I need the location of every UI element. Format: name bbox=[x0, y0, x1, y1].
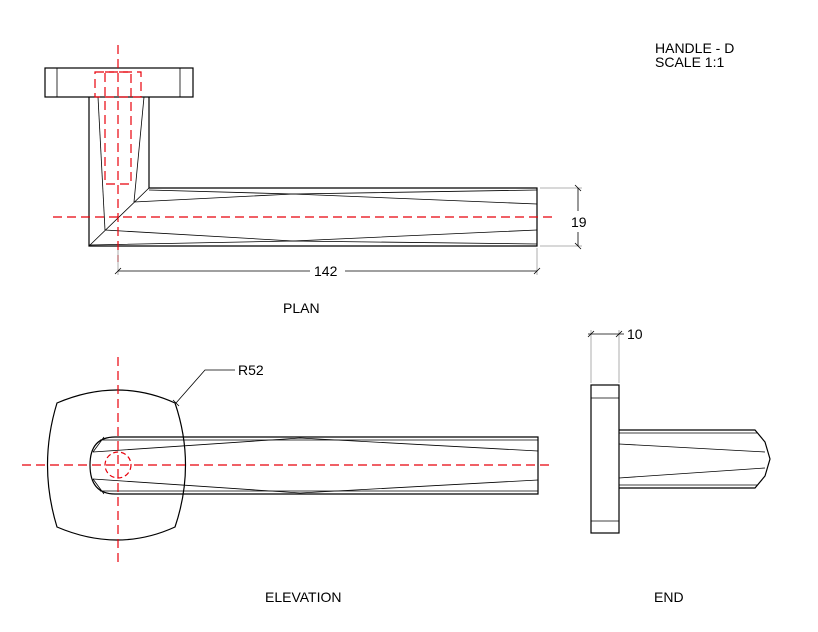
plan-lever-outline bbox=[88, 97, 538, 247]
end-lever bbox=[619, 429, 771, 489]
plan-label: PLAN bbox=[283, 300, 320, 316]
drawing-title: HANDLE - D bbox=[655, 40, 734, 56]
width-dimension: 19 bbox=[571, 214, 587, 230]
radius-leader bbox=[175, 369, 235, 404]
elevation-lever bbox=[89, 436, 539, 495]
elevation-rose bbox=[46, 389, 187, 541]
drawing-scale: SCALE 1:1 bbox=[655, 54, 724, 70]
end-view: 10 END bbox=[587, 326, 771, 605]
rose-thickness-dimension: 10 bbox=[627, 326, 643, 342]
length-dimension: 142 bbox=[314, 263, 338, 279]
elevation-label: ELEVATION bbox=[265, 589, 342, 605]
end-label: END bbox=[654, 589, 684, 605]
radius-dimension: R52 bbox=[238, 362, 264, 378]
plan-spindle-hidden bbox=[94, 71, 142, 98]
elevation-view: R52 ELEVATION bbox=[22, 357, 550, 605]
title-block: HANDLE - D SCALE 1:1 bbox=[655, 40, 734, 70]
end-rose bbox=[590, 384, 620, 534]
plan-view: 19 142 PLAN bbox=[44, 45, 587, 316]
